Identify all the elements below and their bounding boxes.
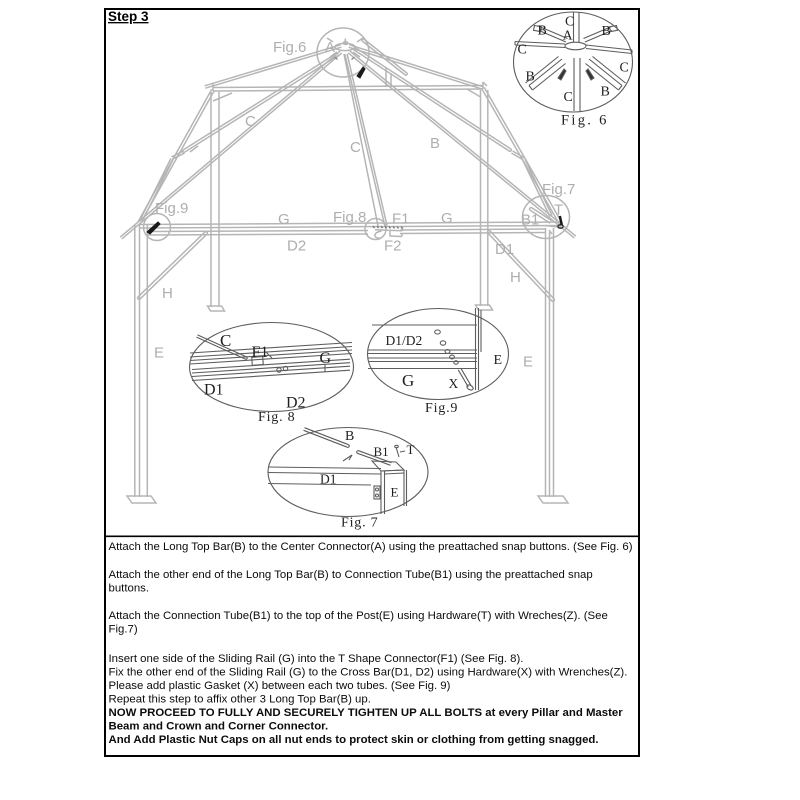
svg-text:Fig. 6: Fig. 6 <box>561 113 609 129</box>
svg-text:E: E <box>391 485 399 500</box>
svg-text:C: C <box>245 113 256 130</box>
svg-text:Beam and Crown and Corner Conn: Beam and Crown and Corner Connector. <box>109 721 329 733</box>
svg-text:A: A <box>325 39 335 56</box>
svg-text:buttons.: buttons. <box>109 583 150 595</box>
svg-text:B: B <box>538 24 547 39</box>
svg-text:Fig.7): Fig.7) <box>109 624 138 636</box>
svg-text:Attach the Connection Tube(B1): Attach the Connection Tube(B1) to the to… <box>109 610 608 622</box>
svg-text:C: C <box>220 331 231 350</box>
svg-text:D1: D1 <box>204 382 224 399</box>
svg-text:E: E <box>494 353 503 368</box>
svg-text:F1: F1 <box>392 211 410 228</box>
svg-text:C: C <box>620 61 629 76</box>
svg-text:F2: F2 <box>384 238 402 255</box>
svg-text:B1: B1 <box>374 444 389 459</box>
svg-text:Fix the other end of the Slidi: Fix the other end of the Sliding Rail (G… <box>109 667 628 679</box>
svg-text:And Add Plastic Nut Caps on al: And Add Plastic Nut Caps on all nut ends… <box>109 734 599 746</box>
svg-text:Fig. 8: Fig. 8 <box>258 410 295 425</box>
svg-text:NOW PROCEED TO FULLY AND SECUR: NOW PROCEED TO FULLY AND SECURELY TIGHTE… <box>109 707 624 719</box>
svg-text:E: E <box>523 354 533 371</box>
svg-text:Fig. 7: Fig. 7 <box>341 516 378 531</box>
svg-text:G: G <box>402 371 414 390</box>
svg-text:Fig.6: Fig.6 <box>273 39 306 56</box>
svg-text:D1: D1 <box>495 241 514 258</box>
svg-text:X: X <box>449 376 459 391</box>
svg-text:F1: F1 <box>252 344 269 361</box>
svg-text:Fig.8: Fig.8 <box>333 209 366 226</box>
svg-text:A: A <box>563 29 574 44</box>
svg-text:Fig.9: Fig.9 <box>155 200 188 217</box>
svg-text:E: E <box>154 345 164 362</box>
svg-text:Insert one side of the Sliding: Insert one side of the Sliding Rail (G) … <box>109 653 524 665</box>
svg-text:Repeat this step to affix othe: Repeat this step to affix other 3 Long T… <box>109 694 371 706</box>
svg-text:Step 3: Step 3 <box>108 9 149 24</box>
svg-text:B: B <box>430 135 440 152</box>
svg-text:G: G <box>278 211 290 228</box>
svg-text:D2: D2 <box>286 395 306 412</box>
svg-text:B: B <box>601 85 610 100</box>
svg-text:H: H <box>510 269 521 286</box>
svg-text:H: H <box>162 285 173 302</box>
svg-text:T: T <box>554 202 563 219</box>
svg-text:Fig.7: Fig.7 <box>542 181 575 198</box>
svg-text:B: B <box>526 70 535 85</box>
svg-text:B: B <box>345 429 354 444</box>
svg-text:T: T <box>407 442 415 457</box>
svg-text:C: C <box>565 15 574 30</box>
svg-text:B: B <box>602 24 611 39</box>
svg-text:C: C <box>350 139 361 156</box>
svg-text:D1: D1 <box>320 472 337 487</box>
svg-text:G: G <box>320 350 332 367</box>
svg-text:Attach the other end of the Lo: Attach the other end of the Long Top Bar… <box>109 569 593 581</box>
svg-text:Fig.9: Fig.9 <box>425 401 458 416</box>
svg-text:C: C <box>564 90 573 105</box>
svg-text:Please add plastic Gasket (X): Please add plastic Gasket (X) between ea… <box>109 680 451 692</box>
svg-text:D1/D2: D1/D2 <box>386 333 423 348</box>
svg-text:C: C <box>518 43 527 58</box>
svg-text:G: G <box>441 210 453 227</box>
svg-text:Attach the Long Top Bar(B) to: Attach the Long Top Bar(B) to the Center… <box>109 541 633 553</box>
svg-text:D2: D2 <box>287 238 306 255</box>
svg-text:B1: B1 <box>521 212 539 229</box>
